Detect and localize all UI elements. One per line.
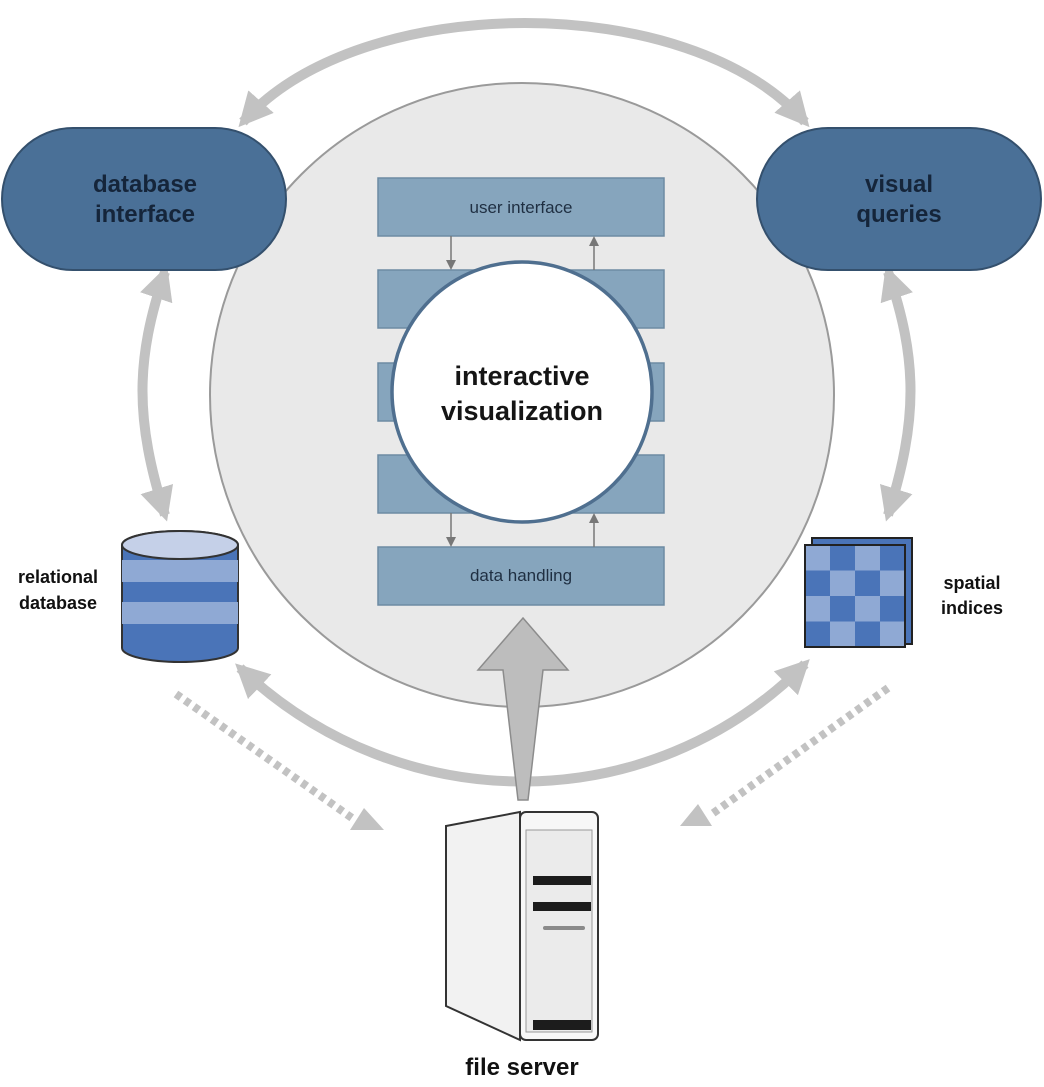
center-label-line2: visualization [441,396,603,426]
arrow-top-arc [238,18,810,128]
visual-queries-pill [756,127,1042,271]
relational-database-line2: database [19,593,97,613]
file-server-label: file server [465,1054,578,1081]
database-cylinder-icon [121,530,239,663]
arrow-dashed-left [173,690,355,822]
server-icon [445,810,599,1042]
database-interface-pill [1,127,287,271]
arrow-right-vertical [879,265,916,522]
layer-data-handling [377,546,665,606]
arrow-left-vertical [137,265,174,522]
arrow-dashed-left-head [350,808,384,830]
visual-queries-line1: visual [865,171,933,198]
visual-queries-line2: queries [856,201,941,228]
relational-database-line1: relational [18,567,98,587]
arrow-dashed-right-head [680,804,712,826]
spatial-indices-line1: spatial [943,573,1000,593]
center-circle [390,260,654,524]
database-interface-line1: database [93,171,197,198]
arrow-server-up [476,616,570,801]
center-label-line1: interactive [454,361,589,391]
layer-user-interface [377,177,665,237]
layer-user-interface-label: user interface [470,198,573,217]
arrow-dashed-right [709,684,891,818]
spatial-grid-icon [804,537,913,648]
spatial-indices-line2: indices [941,598,1003,618]
layer-data-handling-label: data handling [470,566,572,585]
database-interface-line2: interface [95,201,195,228]
